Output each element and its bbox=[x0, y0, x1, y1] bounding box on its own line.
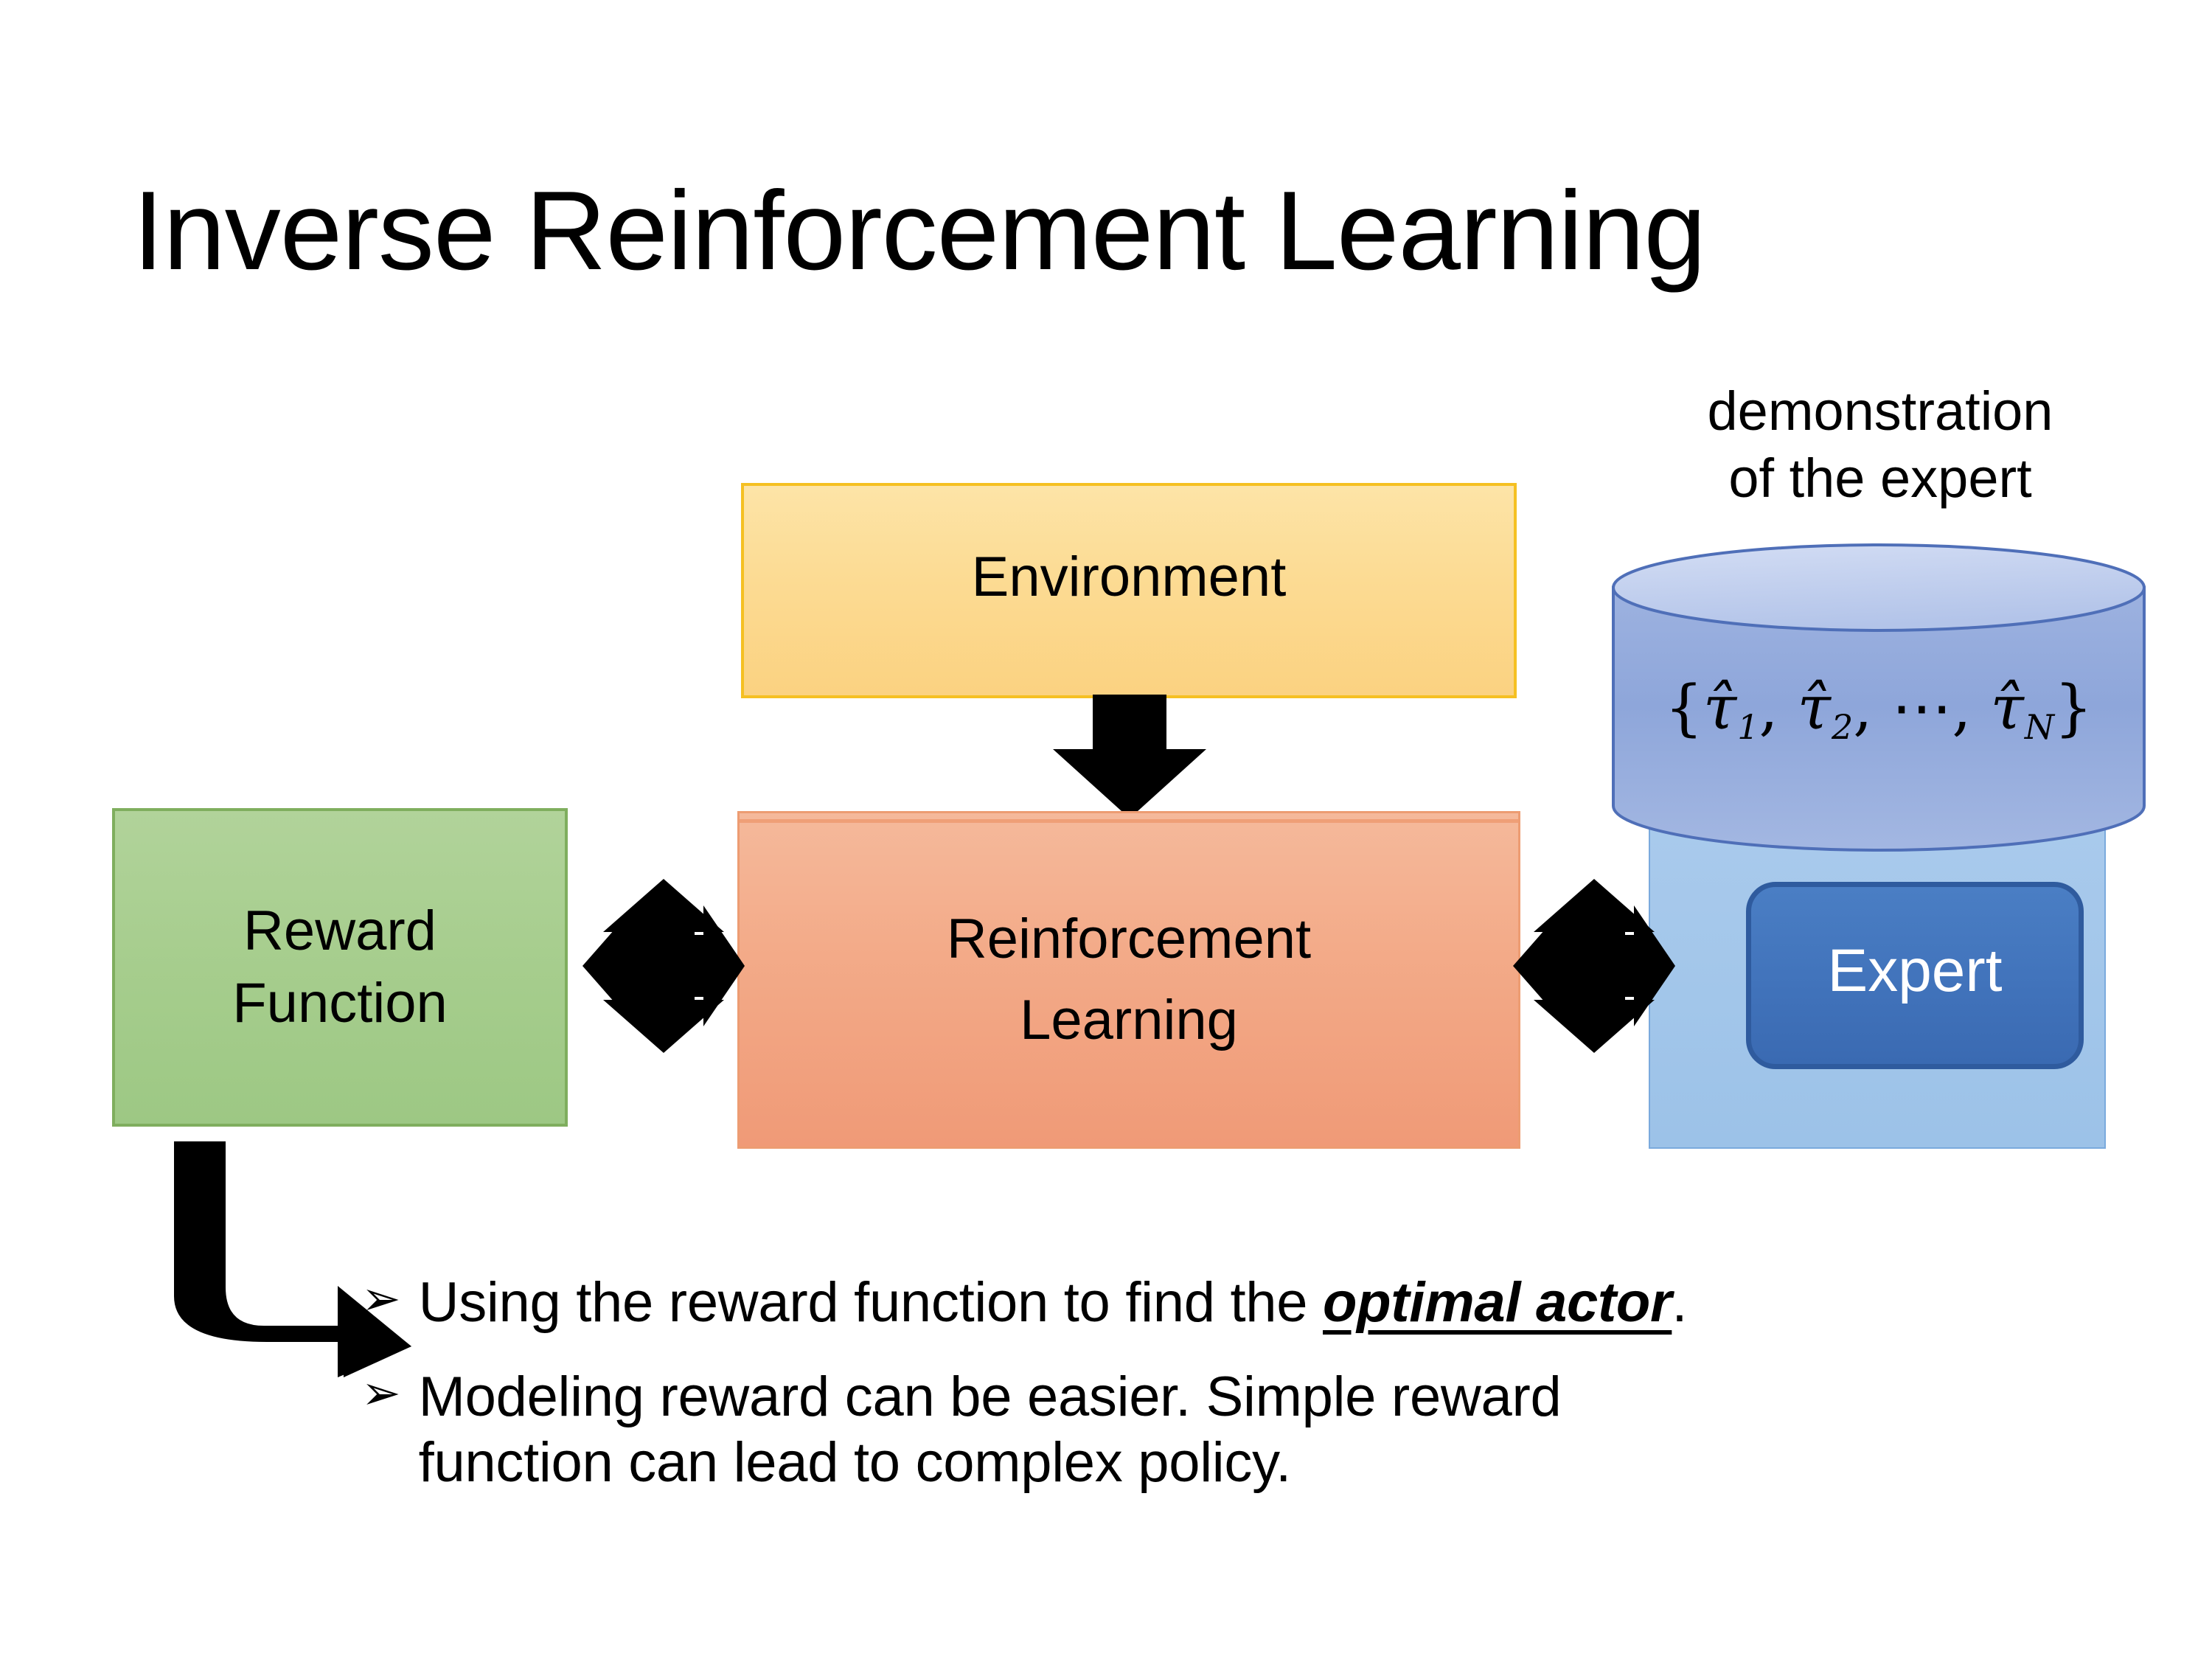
demonstration-formula: {τ̂1, τ̂2, ⋯, τ̂N} bbox=[1611, 678, 2146, 745]
demonstration-caption-line2: of the expert bbox=[1728, 448, 2032, 509]
page-title: Inverse Reinforcement Learning bbox=[133, 168, 1706, 293]
reinforcement-learning-label-line1: Reinforcement bbox=[946, 908, 1312, 970]
demonstration-cylinder-icon bbox=[1612, 543, 2146, 852]
reward-function-label-line2: Function bbox=[232, 972, 448, 1034]
down-arrow-icon bbox=[1053, 695, 1206, 818]
bullet-2-prefix: Modeling reward can be easier. Simple re… bbox=[418, 1365, 1562, 1495]
reward-function-label-line1: Reward bbox=[243, 900, 437, 962]
bullet-2-text: Modeling reward can be easier. Simple re… bbox=[419, 1364, 1672, 1496]
reinforcement-learning-box[interactable]: Reinforcement Learning bbox=[737, 811, 1520, 1149]
reinforcement-learning-label-line2: Learning bbox=[1020, 989, 1238, 1051]
elbow-arrow-icon bbox=[174, 1141, 411, 1377]
quad-arrow-reward-to-rl-icon bbox=[582, 879, 745, 1053]
bullet-1-suffix: . bbox=[1672, 1271, 1688, 1334]
demonstration-caption-line1: demonstration bbox=[1707, 380, 2053, 442]
demonstration-caption: demonstration of the expert bbox=[1615, 378, 2146, 512]
reward-function-box[interactable]: Reward Function bbox=[112, 808, 568, 1127]
bullet-arrow-icon: ➢ bbox=[361, 1366, 401, 1419]
bullet-list: ➢ Using the reward function to find the … bbox=[361, 1270, 2057, 1524]
formula-text: {τ̂1, τ̂2, ⋯, τ̂N} bbox=[1664, 673, 2093, 747]
bullet-arrow-icon: ➢ bbox=[361, 1272, 401, 1325]
list-item: ➢ Using the reward function to find the … bbox=[361, 1270, 2057, 1336]
bullet-1-prefix: Using the reward function to find the bbox=[418, 1271, 1324, 1334]
environment-label: Environment bbox=[971, 546, 1287, 608]
expert-box[interactable]: Expert bbox=[1746, 882, 2084, 1069]
environment-box[interactable]: Environment bbox=[741, 483, 1517, 698]
expert-label: Expert bbox=[1827, 937, 2003, 1004]
list-item: ➢ Modeling reward can be easier. Simple … bbox=[361, 1364, 2057, 1496]
bullet-1-emphasis: optimal actor bbox=[1323, 1271, 1672, 1334]
quad-arrow-rl-to-expert-icon bbox=[1513, 879, 1675, 1053]
bullet-1-text: Using the reward function to find the op… bbox=[419, 1270, 1688, 1336]
